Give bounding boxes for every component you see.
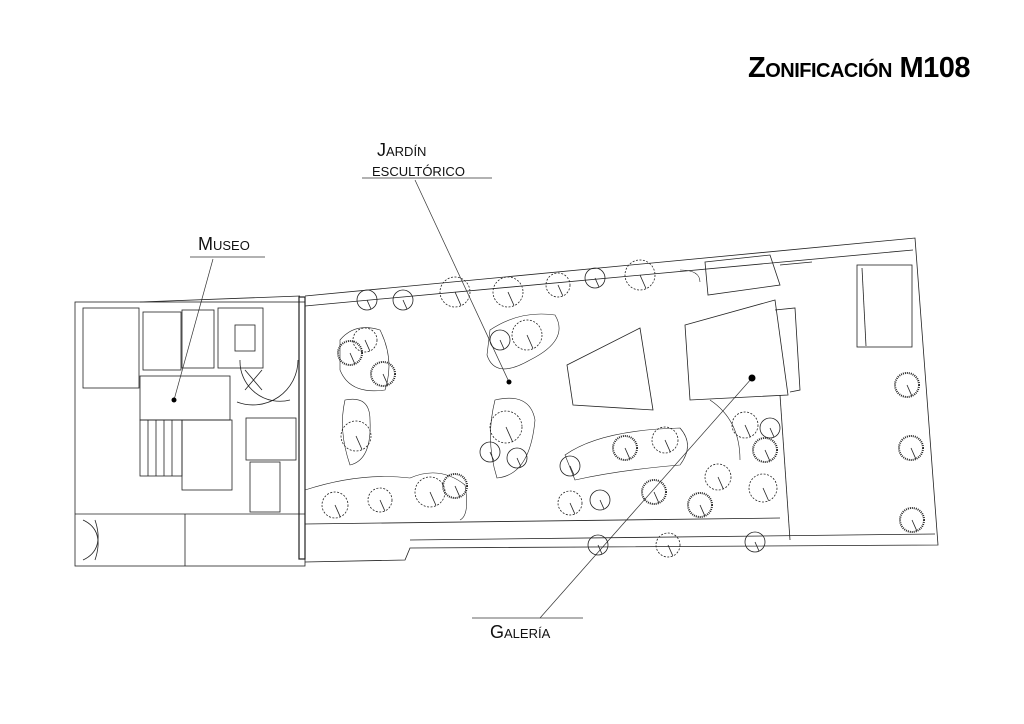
museum-building <box>74 295 306 567</box>
tree-trunk-mark <box>526 334 534 349</box>
tree-trunk-mark <box>699 504 706 516</box>
tree-trunk-mark <box>764 449 771 461</box>
tree-trunk-mark <box>366 299 372 310</box>
tree-icon <box>545 272 571 298</box>
tree-icon <box>612 435 638 461</box>
label-garden-line1: Jardín <box>377 140 427 160</box>
tree-trunk-mark <box>402 299 408 310</box>
tree-trunk-mark <box>489 451 495 462</box>
tree-icon <box>584 267 606 289</box>
leader-lines <box>173 177 753 619</box>
tree-trunk-mark <box>599 499 605 510</box>
tree-trunk-mark <box>911 519 918 531</box>
tree-trunk-mark <box>569 502 576 514</box>
tree-trunk-mark <box>429 491 437 506</box>
tree-trunk-mark <box>355 435 363 450</box>
drawing-title: Zonificación M108 <box>748 52 971 84</box>
tree-icon <box>340 420 372 452</box>
tree-icon <box>748 473 778 503</box>
tree-trunk-mark <box>349 352 356 364</box>
tree-icon <box>479 441 501 463</box>
tree-icon <box>439 276 471 308</box>
tree-icon <box>704 463 732 491</box>
gallery-building <box>684 254 913 401</box>
tree-icon <box>489 410 523 444</box>
tree-trunk-mark <box>653 491 660 503</box>
tree-trunk-mark <box>769 427 775 438</box>
tree-icon <box>641 479 667 505</box>
tree-icon <box>557 490 583 516</box>
sculpture-platform <box>566 327 654 411</box>
tree-icon <box>337 340 363 366</box>
trees <box>321 259 925 558</box>
tree-icon <box>367 487 393 513</box>
tree-icon <box>894 372 920 398</box>
tree-trunk-mark <box>382 373 389 385</box>
tree-trunk-mark <box>507 291 515 306</box>
label-museum: Museo <box>198 234 250 254</box>
tree-icon <box>655 532 681 558</box>
tree-icon <box>624 259 656 291</box>
tree-icon <box>356 289 378 311</box>
garden-site-outline <box>304 237 939 563</box>
tree-trunk-mark <box>910 447 917 459</box>
boundary-wall <box>298 296 306 560</box>
tree-icon <box>731 411 759 439</box>
tree-trunk-mark <box>454 291 462 306</box>
label-gallery: Galería <box>490 622 551 642</box>
tree-trunk-mark <box>744 424 751 437</box>
tree-trunk-mark <box>505 426 513 442</box>
tree-icon <box>744 531 766 553</box>
tree-icon <box>511 319 543 351</box>
tree-trunk-mark <box>906 384 913 396</box>
tree-trunk-mark <box>762 487 769 501</box>
tree-trunk-mark <box>639 274 647 289</box>
tree-icon <box>352 327 378 353</box>
tree-icon <box>559 455 581 477</box>
leader-dots <box>171 374 756 403</box>
tree-trunk-mark <box>454 485 461 497</box>
tree-icon <box>414 476 446 508</box>
tree-trunk-mark <box>557 284 564 296</box>
tree-trunk-mark <box>624 447 631 459</box>
tree-trunk-mark <box>594 277 600 288</box>
tree-trunk-mark <box>664 439 671 452</box>
tree-icon <box>651 426 679 454</box>
tree-trunk-mark <box>717 476 724 489</box>
tree-icon <box>489 329 511 351</box>
tree-trunk-mark <box>499 339 505 350</box>
tree-trunk-mark <box>569 465 575 476</box>
tree-icon <box>589 489 611 511</box>
tree-icon <box>392 289 414 311</box>
tree-trunk-mark <box>754 541 760 552</box>
tree-icon <box>321 491 349 519</box>
tree-icon <box>687 492 713 518</box>
tree-trunk-mark <box>516 457 522 468</box>
tree-icon <box>752 437 778 463</box>
tree-trunk-mark <box>667 544 674 556</box>
tree-icon <box>370 361 396 387</box>
tree-trunk-mark <box>364 339 371 351</box>
label-garden-line2: escultórico <box>372 160 465 180</box>
tree-icon <box>442 473 468 499</box>
tree-trunk-mark <box>334 504 341 517</box>
tree-icon <box>898 435 924 461</box>
tree-trunk-mark <box>379 499 386 511</box>
tree-icon <box>492 276 524 308</box>
tree-trunk-mark <box>597 544 603 555</box>
tree-icon <box>587 534 609 556</box>
tree-icon <box>899 507 925 533</box>
tree-icon <box>506 447 528 469</box>
